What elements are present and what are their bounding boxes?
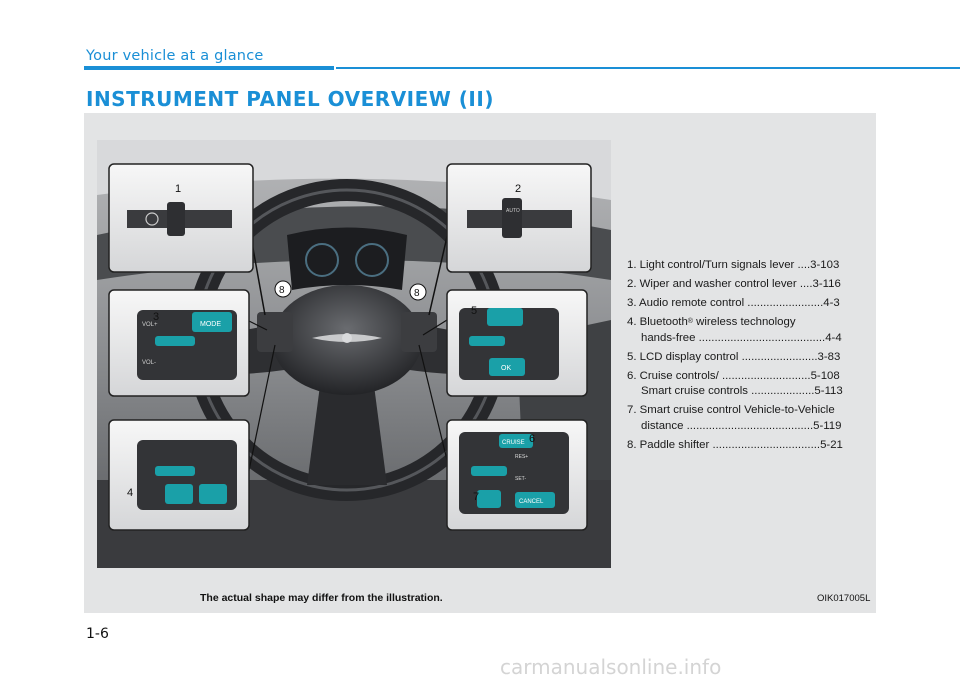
callout-2: 2 (515, 183, 521, 195)
watermark: carmanualsonline.info (500, 655, 722, 679)
leader-line-6 (418, 344, 448, 461)
legend-item-2: 2. Wiper and washer control lever ....3-… (627, 277, 841, 290)
inset-cruise-controls: CRUISE RES+ SET- CANCEL 6 7 (446, 419, 588, 531)
figure-code: OIK017005L (817, 593, 871, 604)
inset-audio-remote: MODE VOL+ VOL- 3 (108, 289, 250, 397)
svg-text:CRUISE: CRUISE (502, 440, 525, 446)
steering-wheel-illustration: 1 AUTO 2 MODE VOL+ VOL- 3 OK 5 (97, 140, 611, 568)
legend-item-5: 5. LCD display control .................… (627, 350, 841, 363)
component-legend: 1. Light control/Turn signals lever ....… (627, 258, 867, 457)
page-number: 1-6 (86, 626, 109, 642)
callout-1: 1 (175, 183, 181, 195)
inset-wiper-lever: AUTO 2 (446, 163, 592, 273)
inset-bluetooth-handsfree: 4 (108, 419, 250, 531)
header-rule (336, 67, 960, 69)
callout-6: 6 (529, 433, 535, 445)
svg-text:CANCEL: CANCEL (519, 499, 544, 505)
svg-text:AUTO: AUTO (506, 208, 520, 214)
legend-item-4: 4. Bluetooth® wireless technology hands-… (627, 315, 842, 344)
page-title: INSTRUMENT PANEL OVERVIEW (II) (86, 87, 494, 111)
windshield-edge (97, 140, 611, 200)
leader-line-5 (422, 319, 448, 336)
header-rule-accent (84, 66, 334, 70)
svg-text:SET-: SET- (515, 476, 526, 482)
legend-item-3: 3. Audio remote control ................… (627, 296, 840, 309)
inset-lcd-control: OK 5 (446, 289, 588, 397)
legend-item-8: 8. Paddle shifter ......................… (627, 438, 843, 451)
figure-caption: The actual shape may differ from the ill… (200, 592, 443, 604)
legend-item-1: 1. Light control/Turn signals lever ....… (627, 259, 840, 271)
wheel-spoke-bottom (307, 370, 387, 485)
callout-8-left: 8 (279, 285, 285, 296)
svg-text:VOL-: VOL- (142, 360, 156, 366)
legend-item-7: 7. Smart cruise control Vehicle-to-Vehic… (627, 404, 842, 432)
svg-text:RES+: RES+ (515, 454, 528, 460)
inset-light-lever: 1 (108, 163, 254, 273)
instrument-cluster (287, 227, 407, 290)
callout-3: 3 (153, 311, 159, 323)
svg-text:OK: OK (501, 365, 511, 372)
callout-7: 7 (473, 491, 479, 503)
legend-item-6: 6. Cruise controls/ ....................… (627, 369, 843, 398)
leader-line-3 (246, 319, 268, 331)
leader-line-4 (246, 344, 276, 481)
svg-text:VOL+: VOL+ (142, 322, 158, 328)
callout-8-right: 8 (414, 288, 420, 299)
callout-5: 5 (471, 305, 477, 317)
callout-4: 4 (127, 487, 133, 499)
section-header: Your vehicle at a glance (86, 48, 264, 64)
right-switch-cluster (401, 312, 437, 352)
left-switch-cluster (257, 312, 293, 352)
svg-text:MODE: MODE (200, 321, 221, 328)
